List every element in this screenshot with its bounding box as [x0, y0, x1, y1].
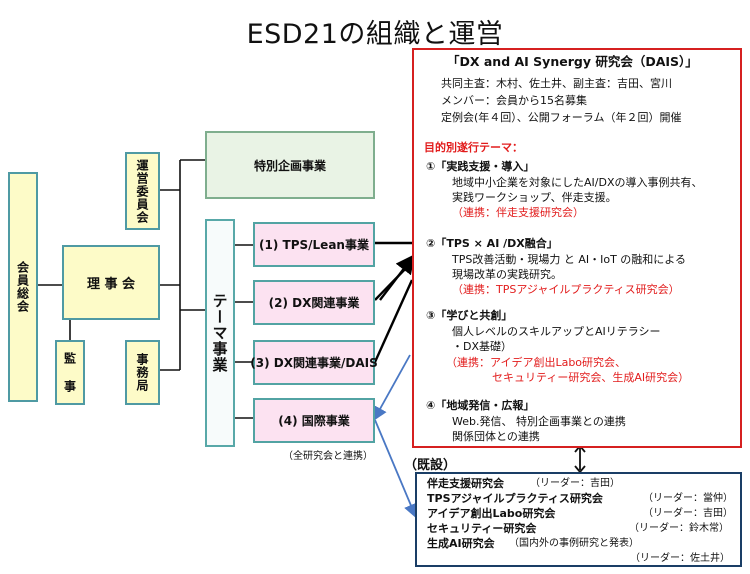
group-name: 伴走支援研究会 — [427, 477, 504, 490]
project-label: (4) 国際事業 — [278, 414, 350, 428]
theme-collab: （連携：TPSアジャイルプラクティス研究会） — [452, 283, 680, 296]
dais-themes-heading: 目的別遂行テーマ： — [424, 141, 523, 154]
dais-panel: 「DX and AI Synergy 研究会（DAIS）」 共同主査：木村、佐土… — [412, 48, 742, 448]
steering-committee-label: 運営委員会 — [135, 158, 149, 224]
group-name: TPSアジャイルプラクティス研究会 — [427, 492, 603, 505]
theme-line: Web.発信、 特別企画事業との連携 — [452, 415, 626, 428]
auditor-label: 監 事 — [62, 352, 77, 393]
theme-line: 個人レベルのスキルアップとAIリテラシー — [452, 325, 661, 338]
theme-line: 実践ワークショップ、伴走支援。 — [452, 191, 617, 204]
dais-members: メンバー：会員から15名募集 — [441, 94, 587, 107]
diagram-title: ESD21の組織と運営 — [246, 19, 504, 50]
collaboration-note: （全研究会と連携） — [283, 451, 373, 462]
dais-title: 「DX and AI Synergy 研究会（DAIS）」 — [447, 54, 698, 69]
group-name: 生成AI研究会 — [427, 537, 495, 550]
project-label: (1) TPS/Lean事業 — [259, 238, 369, 252]
theme-heading: ④「地域発信・広報」 — [426, 399, 535, 412]
project-international: (4) 国際事業 — [253, 398, 375, 443]
project-dx: (2) DX関連事業 — [253, 280, 375, 325]
general-assembly-box: 会員総会 — [8, 172, 38, 402]
dais-leaders: 共同主査：木村、佐土井、副主査：吉田、宮川 — [441, 77, 672, 90]
group-leader: （国内外の事例研究と発表） — [509, 538, 639, 549]
board-label: 理 事 会 — [86, 277, 136, 292]
theme-collab: （連携：アイデア創出Labo研究会、 — [446, 356, 627, 369]
group-leader: （リーダー：當仲） — [643, 493, 733, 504]
group-leader: （リーダー：吉田） — [643, 508, 733, 519]
project-tps-lean: (1) TPS/Lean事業 — [253, 222, 375, 267]
theme-line: TPS改善活動・現場力 と AI・IoT の融和による — [452, 253, 686, 266]
theme-collab: セキュリティー研究会、生成AI研究会） — [492, 371, 690, 384]
existing-groups-box: 伴走支援研究会 （リーダー：吉田） TPSアジャイルプラクティス研究会 （リーダ… — [415, 472, 742, 567]
theme-line: 現場改革の実践研究。 — [452, 268, 562, 281]
theme-projects-box: テーマ事業 — [205, 219, 235, 447]
theme-line: 関係団体との連携 — [452, 430, 540, 443]
group-leader: （リーダー：鈴木常） — [629, 523, 729, 534]
theme-line: ・DX基礎） — [452, 340, 513, 353]
theme-collab: （連携：伴走支援研究会） — [452, 206, 584, 219]
group-name: セキュリティー研究会 — [427, 522, 537, 535]
project-label: (2) DX関連事業 — [268, 296, 360, 310]
group-last-leader: （リーダー：佐土井） — [630, 553, 730, 564]
project-label: (3) DX関連事業/DAIS — [250, 356, 378, 370]
dais-meetings: 定例会(年４回）、公開フォーラム（年２回）開催 — [441, 111, 682, 124]
theme-line: 地域中小企業を対象にしたAI/DXの導入事例共有、 — [452, 176, 703, 189]
project-dx-dais: (3) DX関連事業/DAIS — [250, 340, 378, 385]
theme-projects-label: テーマ事業 — [210, 293, 229, 373]
secretariat-box: 事務局 — [125, 340, 160, 405]
theme-heading: ②「TPS × AI /DX融合」 — [426, 237, 558, 250]
theme-heading: ③「学びと共創」 — [426, 309, 513, 322]
group-leader: （リーダー：吉田） — [530, 478, 620, 489]
steering-committee-box: 運営委員会 — [125, 152, 160, 230]
auditor-box: 監 事 — [55, 340, 85, 405]
existing-label: （既設） — [404, 458, 457, 473]
secretariat-label: 事務局 — [135, 353, 149, 392]
special-project-label: 特別企画事業 — [253, 158, 326, 173]
general-assembly-label: 会員総会 — [15, 261, 30, 313]
board-box: 理 事 会 — [62, 245, 160, 320]
group-name: アイデア創出Labo研究会 — [427, 507, 556, 520]
special-project-box: 特別企画事業 — [205, 131, 375, 199]
theme-heading: ①「実践支援・導入」 — [426, 160, 535, 173]
